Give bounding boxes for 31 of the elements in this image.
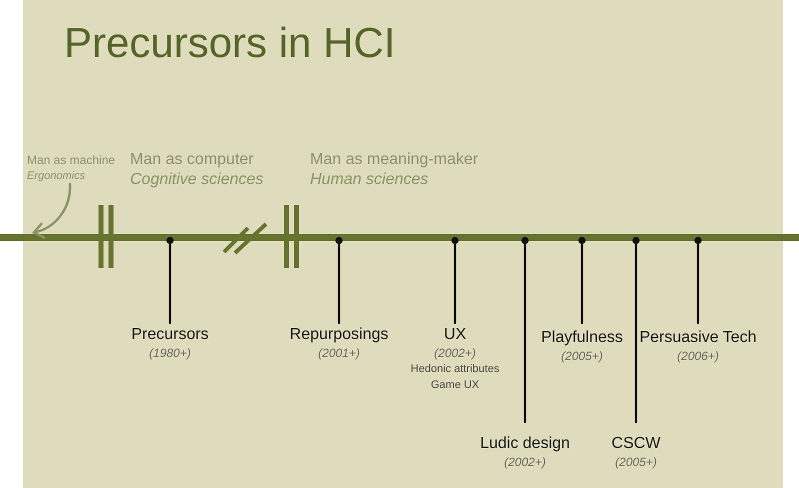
- era-label: Man as machine: [27, 152, 116, 168]
- leader-line: [166, 236, 174, 324]
- era-label: Man as computer: [130, 150, 254, 170]
- event-label: Playfulness: [541, 328, 623, 348]
- event-label: Persuasive Tech: [639, 328, 757, 348]
- era-subtitle: Cognitive sciences: [130, 170, 264, 190]
- leader-line: [335, 236, 343, 324]
- event-label: Ludic design: [480, 434, 570, 454]
- date-label: (2001+): [318, 345, 360, 361]
- date-label: (2002+): [504, 454, 546, 470]
- era-subtitle: Ergonomics: [27, 169, 86, 184]
- curved-arrow: [32, 182, 72, 238]
- era-subtitle: Human sciences: [310, 170, 428, 190]
- event-label: Repurposings: [290, 325, 388, 345]
- date-label: (2006+): [677, 348, 719, 364]
- leader-line: [578, 236, 586, 324]
- event-label: CSCW: [612, 434, 660, 454]
- era-label: Man as meaning-maker: [310, 150, 478, 170]
- date-label: (2005+): [615, 454, 657, 470]
- date-label: (2005+): [561, 348, 603, 364]
- date-label: (1980+): [149, 345, 191, 361]
- leader-line: [521, 236, 529, 424]
- event-label: Precursors: [131, 325, 209, 345]
- date-label: (2002+): [434, 345, 476, 361]
- event-label: UX: [444, 325, 466, 345]
- note-text: Game UX: [430, 378, 480, 393]
- leader-line: [451, 236, 459, 324]
- leader-line: [694, 236, 702, 324]
- leader-line: [632, 236, 640, 424]
- slide-title: Precursors in HCI: [64, 22, 396, 64]
- note-text: Hedonic attributes: [410, 362, 500, 377]
